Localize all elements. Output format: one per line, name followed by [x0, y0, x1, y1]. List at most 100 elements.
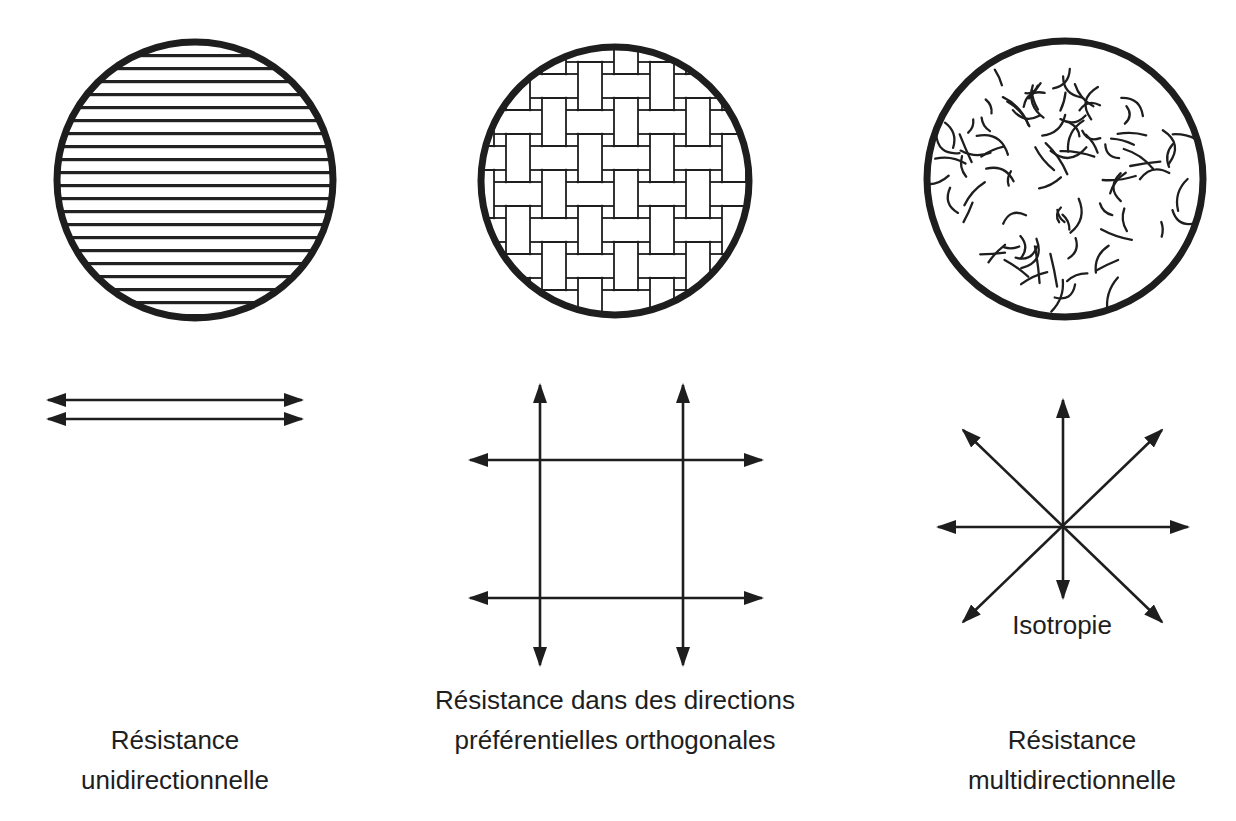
caption-label: Résistance dans des directions préférent… — [415, 680, 815, 760]
weave-crossing — [613, 291, 640, 313]
weave-crossing — [649, 255, 676, 277]
double-arrow — [48, 399, 302, 402]
short-fibre — [1080, 103, 1101, 111]
short-fibre — [1177, 179, 1188, 211]
weave-crossing — [577, 327, 604, 349]
weave-crossing — [757, 147, 784, 169]
weave-crossing — [649, 183, 676, 205]
weave-edge — [577, 254, 604, 278]
short-fibre — [936, 133, 959, 153]
short-fibre — [1053, 69, 1070, 88]
short-fibre — [1130, 162, 1160, 166]
weave-crossing — [505, 327, 532, 349]
weave-crossing — [721, 39, 748, 61]
weave-edge — [649, 254, 676, 278]
weave-crossing — [757, 219, 784, 241]
short-fibre — [1068, 121, 1084, 152]
weave-crossing — [721, 327, 748, 349]
short-fibre — [986, 100, 992, 114]
weave-edge — [721, 326, 748, 350]
weave-crossing — [577, 183, 604, 205]
short-fibre — [1124, 149, 1153, 169]
weave-crossing — [757, 291, 784, 313]
weave-edge — [685, 146, 712, 170]
short-fibre — [1140, 169, 1169, 179]
short-fibre — [1118, 133, 1147, 135]
short-fibres — [917, 69, 1196, 313]
double-arrow — [470, 597, 762, 600]
weave-edge — [541, 146, 568, 170]
weave-edge — [577, 110, 604, 134]
weave-crossing — [613, 147, 640, 169]
short-fibre — [1161, 222, 1162, 237]
short-fibre — [1042, 115, 1065, 136]
weave-edge — [757, 74, 784, 98]
short-fibre — [1082, 131, 1100, 140]
double-arrow — [1062, 400, 1065, 598]
unidirectional-fibres — [57, 42, 333, 318]
short-fibre — [1004, 247, 1020, 249]
short-fibre — [917, 176, 949, 185]
woven-fibres — [469, 30, 784, 350]
warp-strip — [758, 30, 782, 340]
short-fibre — [1103, 176, 1136, 180]
direction-arrows — [48, 385, 1188, 665]
weave-edge — [469, 74, 496, 98]
short-fibre — [1060, 93, 1065, 111]
short-fibre — [1100, 203, 1112, 215]
short-fibre — [1068, 238, 1076, 258]
weave-edge — [685, 218, 712, 242]
short-fibre — [1005, 260, 1029, 277]
short-fibre — [968, 120, 973, 133]
double-arrow — [539, 385, 542, 665]
caption-label: Résistance unidirectionnelle — [25, 720, 325, 800]
short-fibre — [1063, 215, 1070, 230]
sample-circle — [481, 47, 749, 315]
double-arrow — [48, 418, 302, 421]
short-fibre — [1003, 213, 1026, 224]
short-fibre — [1097, 260, 1118, 270]
weave-edge — [721, 182, 748, 206]
weave-edge — [469, 290, 496, 314]
weave-crossing — [505, 39, 532, 61]
weave-edge — [577, 326, 604, 350]
short-fibre — [961, 156, 966, 177]
sample-circle — [57, 42, 333, 318]
weave-edge — [757, 290, 784, 314]
short-fibre — [1020, 236, 1025, 258]
weave-edge — [757, 218, 784, 242]
isotropy-label: Isotropie — [1012, 605, 1112, 645]
short-fibre — [1051, 147, 1087, 158]
short-fibre — [1110, 173, 1126, 194]
weave-edge — [649, 110, 676, 134]
sample-circle — [927, 41, 1203, 317]
short-fibre — [1173, 210, 1196, 224]
caption-label: Résistance multidirectionnelle — [914, 720, 1230, 800]
weave-crossing — [721, 183, 748, 205]
short-fibre — [1101, 229, 1132, 240]
short-fibre — [1039, 177, 1061, 188]
short-fibre — [1111, 139, 1134, 145]
weave-edge — [541, 218, 568, 242]
short-fibre — [1007, 102, 1029, 127]
short-fibre — [1067, 273, 1087, 281]
short-fibre — [945, 123, 954, 148]
short-fibre — [964, 182, 984, 205]
short-fibre — [1008, 171, 1011, 185]
weave-crossing — [613, 219, 640, 241]
weft-strip — [470, 290, 770, 314]
weave-edge — [505, 182, 532, 206]
double-arrow — [682, 385, 685, 665]
weave-edge — [649, 326, 676, 350]
short-fibre — [1031, 85, 1043, 117]
weave-crossing — [505, 111, 532, 133]
weave-crossing — [541, 219, 568, 241]
weave-crossing — [541, 75, 568, 97]
short-fibre — [1163, 130, 1175, 163]
short-fibre — [1026, 86, 1038, 94]
short-fibre — [1070, 123, 1079, 136]
double-arrow — [963, 430, 1162, 622]
weave-edge — [721, 38, 748, 62]
weave-crossing — [469, 75, 496, 97]
